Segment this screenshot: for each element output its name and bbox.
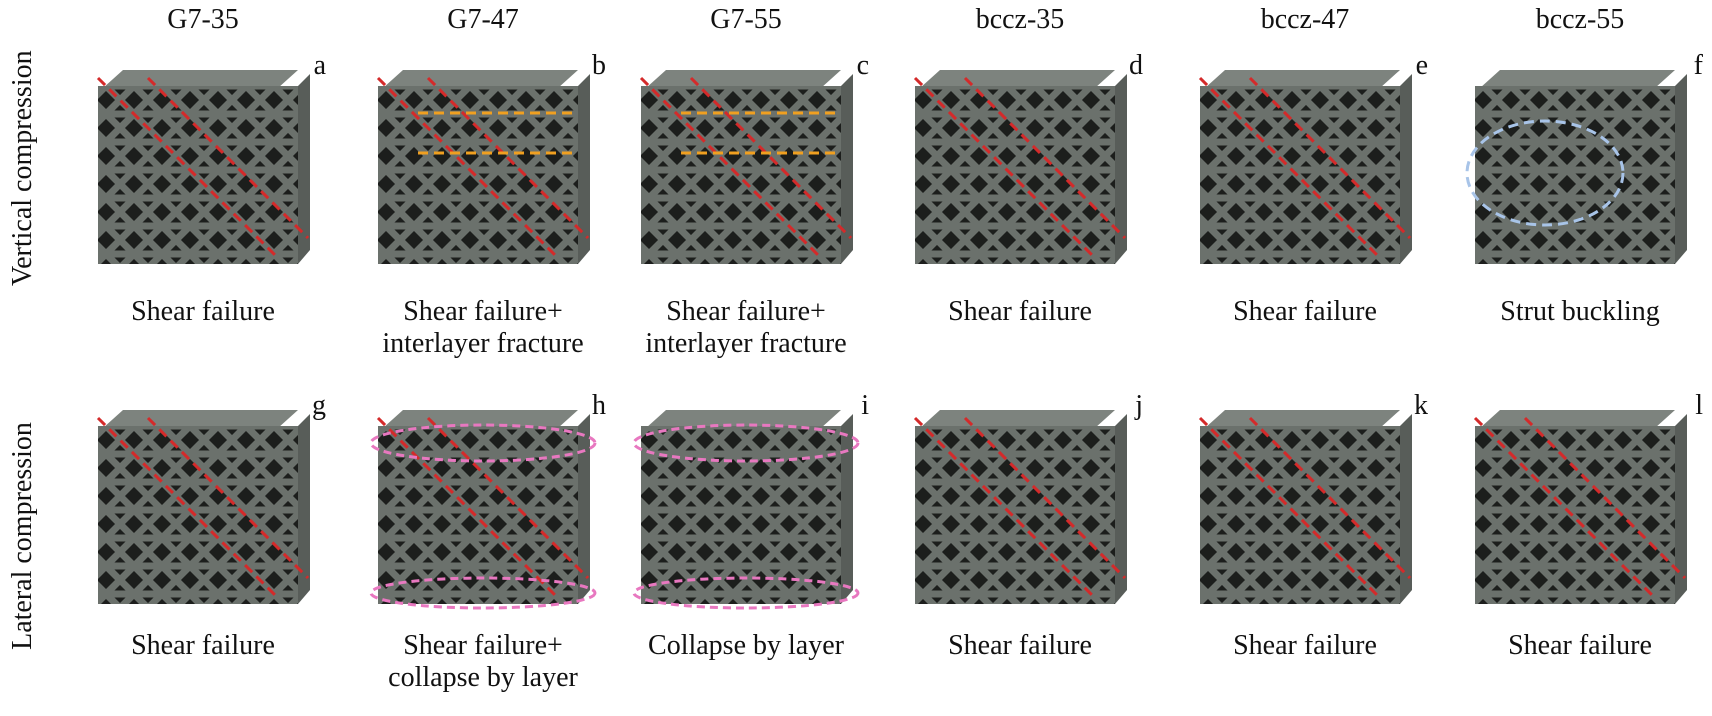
specimen-photo-c: c bbox=[621, 50, 871, 273]
lattice-specimen bbox=[96, 70, 310, 264]
caption-line: Shear failure bbox=[948, 630, 1092, 661]
lattice-specimen bbox=[1465, 70, 1687, 264]
collapse-ellipse bbox=[369, 423, 597, 463]
specimen-photo-l: l bbox=[1455, 390, 1705, 613]
specimen-photo-b: b bbox=[358, 50, 608, 273]
caption-line: Collapse by layer bbox=[648, 630, 844, 661]
shear-band-line bbox=[1248, 416, 1412, 580]
column-header: bccz-35 bbox=[975, 4, 1065, 35]
lattice-specimen bbox=[376, 70, 590, 264]
lattice-specimen bbox=[632, 410, 860, 610]
failure-mode-caption: Shear failure bbox=[1233, 630, 1377, 662]
shear-band-line bbox=[639, 76, 823, 260]
buckling-ellipse bbox=[1465, 119, 1625, 227]
shear-band-line bbox=[1473, 416, 1657, 600]
panel-letter: i bbox=[861, 390, 869, 421]
failure-mode-caption: Shear failure bbox=[948, 296, 1092, 328]
failure-mode-caption: Collapse by layer bbox=[648, 630, 844, 662]
shear-band-line bbox=[96, 76, 280, 260]
panel-letter: b bbox=[592, 50, 606, 81]
shear-band-line bbox=[426, 416, 590, 580]
shear-band-line bbox=[689, 76, 853, 240]
failure-mode-caption: Shear failure+interlayer fracture bbox=[382, 296, 583, 360]
panel-letter: f bbox=[1693, 50, 1703, 81]
row-label-lateral: Lateral compression bbox=[7, 422, 38, 650]
shear-band-line bbox=[376, 76, 560, 260]
caption-line: interlayer fracture bbox=[645, 328, 847, 359]
failure-mode-caption: Shear failure+collapse by layer bbox=[388, 630, 578, 694]
shear-band-line bbox=[913, 76, 1097, 260]
shear-band-line bbox=[376, 416, 560, 600]
specimen-photo-e: e bbox=[1180, 50, 1430, 273]
panel-letter: l bbox=[1695, 390, 1703, 421]
shear-band-line bbox=[913, 416, 1097, 600]
specimen-photo-k: k bbox=[1180, 390, 1430, 613]
failure-mode-caption: Strut buckling bbox=[1500, 296, 1659, 328]
collapse-ellipse bbox=[369, 576, 597, 610]
lattice-specimen bbox=[1473, 410, 1687, 604]
shear-band-line bbox=[96, 416, 280, 600]
caption-line: Strut buckling bbox=[1500, 296, 1660, 327]
lattice-specimen bbox=[1198, 410, 1412, 604]
specimen-photo-a: a bbox=[78, 50, 328, 273]
lattice-specimen bbox=[913, 410, 1127, 604]
panel-letter: h bbox=[592, 390, 606, 421]
caption-line: Shear failure bbox=[1233, 296, 1377, 327]
column-header: G7-47 bbox=[447, 4, 519, 35]
failure-mode-caption: Shear failure bbox=[1508, 630, 1652, 662]
lattice-specimen bbox=[1198, 70, 1412, 264]
specimen-photo-d: d bbox=[895, 50, 1145, 273]
column-header: bccz-47 bbox=[1260, 4, 1350, 35]
shear-band-line bbox=[1248, 76, 1412, 240]
shear-band-line bbox=[1523, 416, 1687, 580]
specimen-photo-h: h bbox=[358, 390, 608, 613]
failure-mode-caption: Shear failure bbox=[1233, 296, 1377, 328]
failure-mode-caption: Shear failure bbox=[131, 630, 275, 662]
caption-line: interlayer fracture bbox=[382, 328, 584, 359]
collapse-ellipse bbox=[632, 576, 860, 610]
shear-band-line bbox=[963, 76, 1127, 240]
panel-letter: d bbox=[1129, 50, 1143, 81]
column-header: G7-35 bbox=[167, 4, 239, 35]
caption-line: Shear failure bbox=[131, 296, 275, 327]
caption-line: Shear failure bbox=[131, 630, 275, 661]
shear-band-line bbox=[963, 416, 1127, 580]
caption-line: Shear failure+ bbox=[403, 630, 563, 661]
lattice-specimen bbox=[369, 410, 597, 610]
lattice-specimen bbox=[96, 410, 310, 604]
panel-letter: e bbox=[1415, 50, 1428, 81]
lattice-specimen bbox=[639, 70, 853, 264]
panel-letter: k bbox=[1414, 390, 1428, 421]
failure-mode-caption: Shear failure bbox=[948, 630, 1092, 662]
caption-line: Shear failure+ bbox=[666, 296, 826, 327]
failure-mode-caption: Shear failure bbox=[131, 296, 275, 328]
panel-letter: a bbox=[313, 50, 326, 81]
caption-line: Shear failure+ bbox=[403, 296, 563, 327]
row-label-vertical: Vertical compression bbox=[7, 50, 38, 286]
specimen-photo-f: f bbox=[1455, 50, 1705, 273]
specimen-photo-g: g bbox=[78, 390, 328, 613]
caption-line: collapse by layer bbox=[388, 662, 578, 693]
shear-band-line bbox=[1198, 416, 1382, 600]
shear-band-line bbox=[146, 416, 310, 580]
caption-line: Shear failure bbox=[1233, 630, 1377, 661]
failure-mode-caption: Shear failure+interlayer fracture bbox=[645, 296, 846, 360]
panel-letter: g bbox=[312, 390, 326, 421]
specimen-photo-j: j bbox=[895, 390, 1145, 613]
column-header: G7-55 bbox=[710, 4, 782, 35]
specimen-photo-i: i bbox=[621, 390, 871, 613]
shear-band-line bbox=[1198, 76, 1382, 260]
shear-band-line bbox=[146, 76, 310, 240]
column-header: bccz-55 bbox=[1535, 4, 1625, 35]
caption-line: Shear failure bbox=[1508, 630, 1652, 661]
collapse-ellipse bbox=[632, 423, 860, 463]
caption-line: Shear failure bbox=[948, 296, 1092, 327]
shear-band-line bbox=[426, 76, 590, 240]
panel-letter: j bbox=[1135, 390, 1143, 421]
lattice-specimen bbox=[913, 70, 1127, 264]
panel-letter: c bbox=[856, 50, 869, 81]
